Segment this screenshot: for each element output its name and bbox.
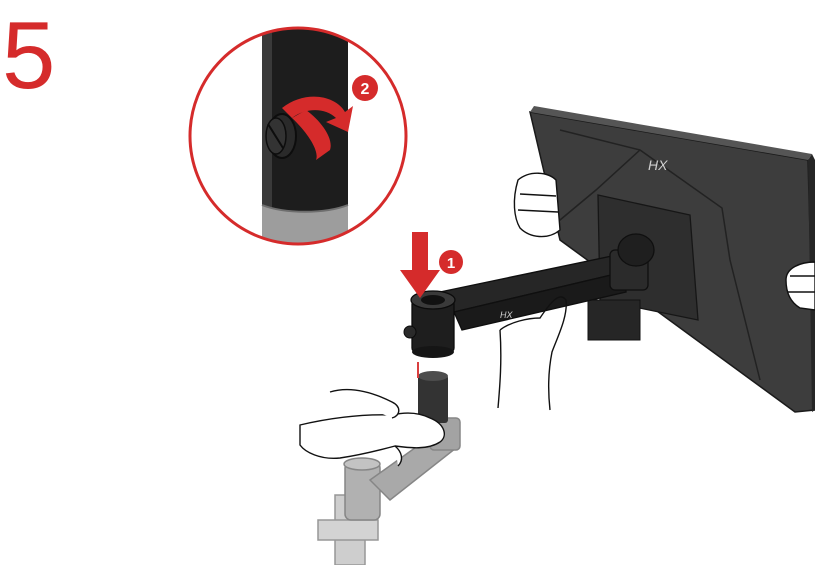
callout-2-label: 2 (361, 81, 370, 98)
down-arrow-icon (400, 232, 440, 298)
hand-monitor-left (514, 173, 560, 236)
zoom-detail: 2 (190, 20, 406, 250)
monitor-logo: HX (648, 157, 668, 173)
locking-knob (404, 326, 416, 338)
callout-1-label: 1 (447, 255, 455, 272)
monitor: HX (530, 106, 815, 412)
arm-logo: HX (500, 310, 513, 320)
callout-step-1: 1 (400, 232, 463, 298)
